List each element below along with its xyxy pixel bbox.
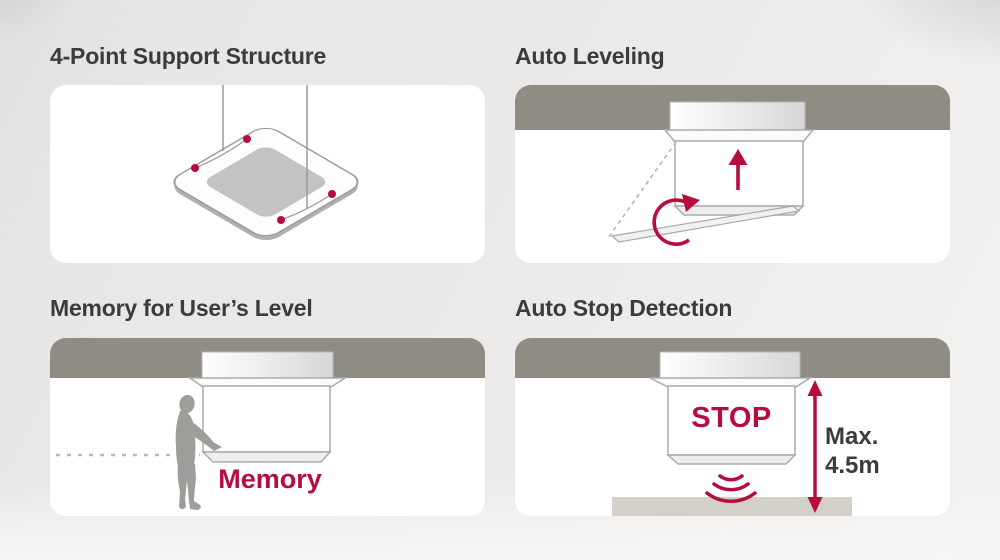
detection-waves-icon	[705, 474, 757, 504]
leveling-card	[515, 85, 950, 263]
memory-label: Memory	[218, 464, 322, 494]
support-point-dot	[191, 164, 199, 172]
stop-label: STOP	[691, 402, 772, 434]
indoor-unit	[649, 351, 813, 465]
feature-title-memory: Memory for User’s Level	[50, 295, 313, 321]
recessed-unit-top	[669, 101, 806, 131]
floor-obstacle	[612, 497, 852, 516]
feature-title-support: 4-Point Support Structure	[50, 43, 327, 69]
support-point-dot	[328, 190, 336, 198]
recessed-unit-top	[201, 351, 334, 379]
person-silhouette	[175, 394, 222, 510]
tilt-guide-dashed-line	[607, 141, 677, 239]
autostop-illustration	[515, 338, 950, 516]
leveling-illustration	[515, 85, 950, 246]
support-point-dot	[277, 216, 285, 224]
unit-flange	[663, 129, 815, 143]
support-card	[50, 85, 485, 263]
support-cable	[194, 138, 248, 169]
feature-title-leveling: Auto Leveling	[515, 43, 665, 69]
unit-flange	[649, 377, 813, 388]
max-height-label: Max. 4.5m	[825, 422, 880, 480]
indoor-unit	[187, 351, 348, 463]
support-illustration	[173, 85, 359, 241]
feature-title-autostop: Auto Stop Detection	[515, 295, 733, 321]
memory-illustration	[50, 338, 485, 510]
unit-body	[202, 385, 331, 453]
support-point-dot	[243, 135, 251, 143]
unit-body	[667, 385, 796, 456]
height-measure-arrow	[807, 380, 823, 513]
recessed-unit-top	[659, 351, 801, 379]
memory-card: Memory	[50, 338, 485, 516]
unit-flange	[187, 377, 348, 388]
unit-bottom-lip	[201, 451, 332, 463]
up-arrow-icon	[728, 149, 748, 190]
height-value-label: 4.5m	[825, 452, 880, 479]
autostop-card: STOP Max. 4.5m	[515, 338, 950, 516]
max-label: Max.	[825, 423, 879, 450]
unit-bottom-lip	[666, 454, 797, 465]
ceiling-panel	[173, 127, 359, 241]
support-cable	[280, 193, 333, 221]
rotation-arrow-icon	[652, 194, 700, 246]
